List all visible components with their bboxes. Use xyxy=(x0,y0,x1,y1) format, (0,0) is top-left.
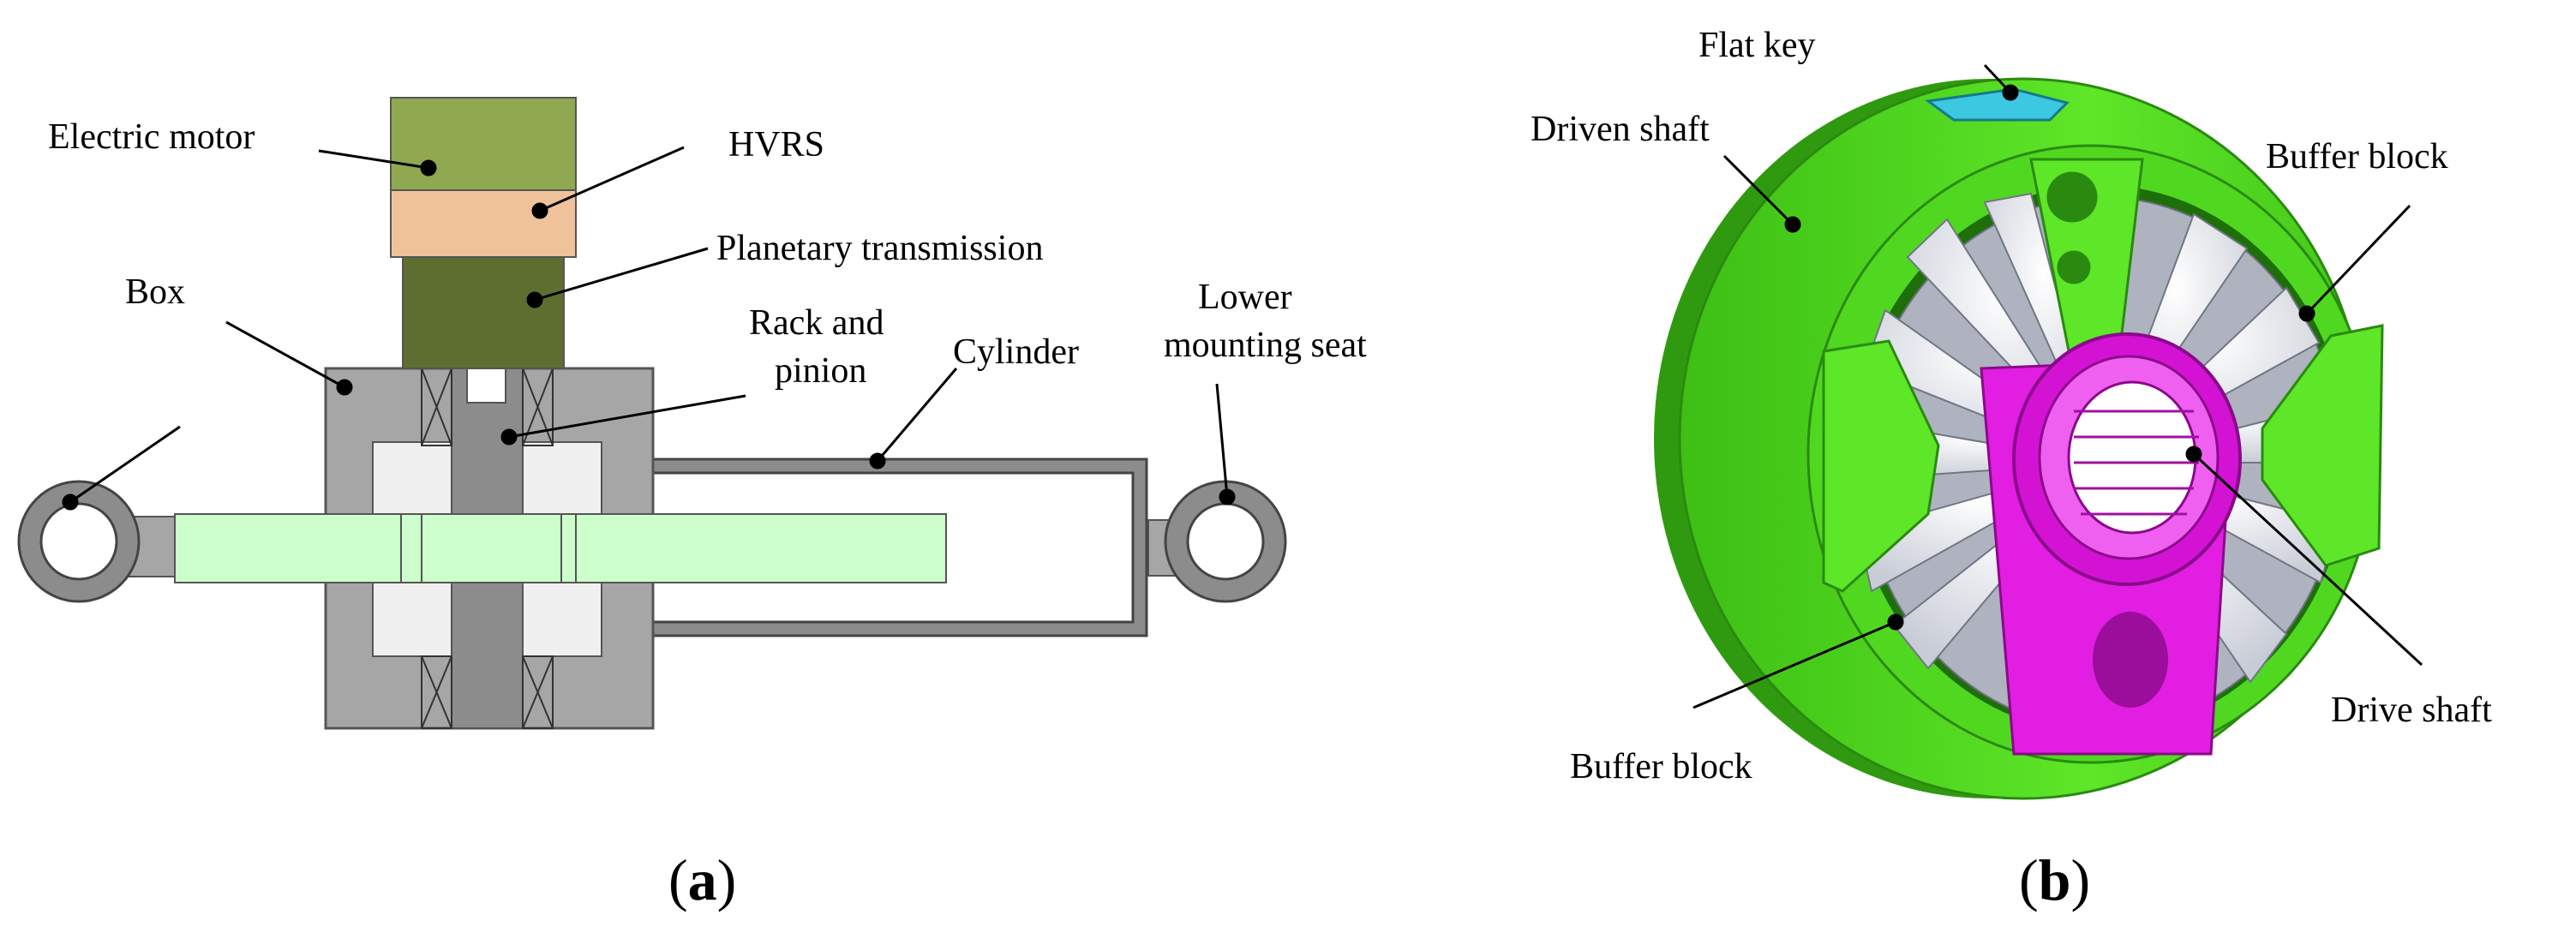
left-rod-eye xyxy=(17,480,189,603)
caption-b: (b) xyxy=(2019,847,2090,912)
label-hvrs: HVRS xyxy=(728,125,824,164)
label-buffer-block-bottom: Buffer block xyxy=(1570,747,1752,786)
figure-b-coupling: Flat key Driven shaft Buffer block Drive… xyxy=(1531,26,2492,912)
caption-a: (a) xyxy=(668,847,736,912)
figure-a-schematic: Electric motor HVRS Planetary transmissi… xyxy=(17,97,1367,912)
leader-lines-a xyxy=(62,146,1236,511)
label-buffer-block-top: Buffer block xyxy=(2266,137,2448,176)
label-planetary-transmission: Planetary transmission xyxy=(716,229,1043,268)
label-lower-mounting-seat-line2: mounting seat xyxy=(1164,326,1367,365)
lower-mounting-seat-eye xyxy=(1147,480,1287,603)
label-electric-motor: Electric motor xyxy=(48,117,255,157)
hvrs-block xyxy=(390,189,577,258)
label-rack-and-pinion-line1: Rack and xyxy=(749,303,884,343)
label-driven-shaft: Driven shaft xyxy=(1531,110,1710,149)
label-cylinder: Cylinder xyxy=(953,332,1079,372)
rack-bar xyxy=(174,513,947,583)
label-drive-shaft: Drive shaft xyxy=(2331,691,2492,730)
label-rack-and-pinion-line2: pinion xyxy=(775,351,866,391)
driven-shaft-lugs xyxy=(1822,158,2384,593)
drive-shaft-hub xyxy=(1980,332,2242,756)
flat-key xyxy=(1925,87,2070,122)
label-flat-key: Flat key xyxy=(1698,26,1815,65)
label-box: Box xyxy=(125,272,185,312)
planetary-transmission-block xyxy=(402,256,565,369)
bearing-crosses xyxy=(421,368,554,729)
leader-lines-b xyxy=(1692,63,2423,709)
label-lower-mounting-seat-line1: Lower xyxy=(1198,278,1292,317)
electric-motor-block xyxy=(390,97,577,191)
